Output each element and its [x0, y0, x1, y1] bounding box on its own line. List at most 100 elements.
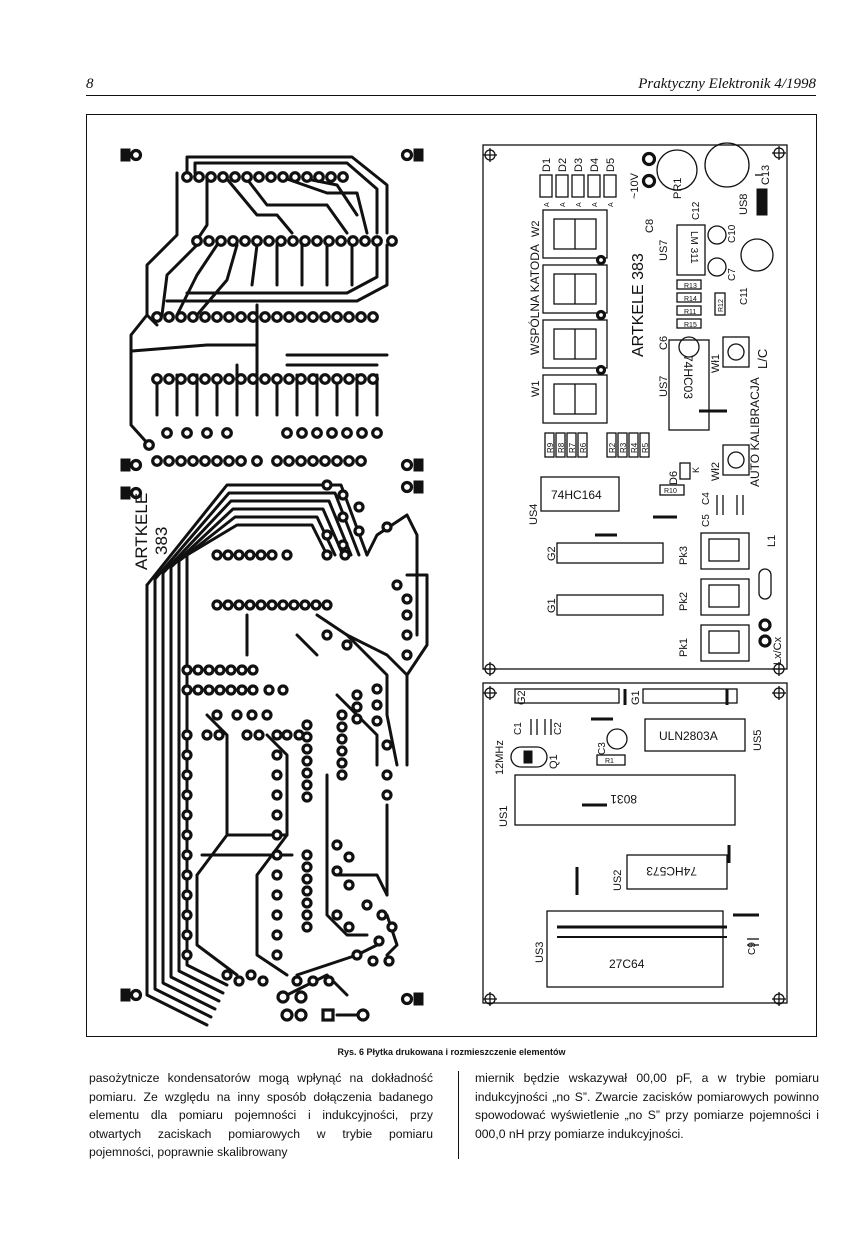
svg-text:R5: R5 — [641, 442, 650, 453]
svg-text:R4: R4 — [630, 442, 639, 453]
led-diodes: D1 D2 D3 D4 D5 A A A A A — [539, 158, 617, 207]
c12-label: C12 — [691, 201, 702, 220]
svg-text:Pk3: Pk3 — [678, 546, 690, 565]
small-resistor-column: R13 R14 R11 R15 R12 — [676, 279, 726, 329]
svg-text:C1: C1 — [513, 722, 524, 735]
lower-traces — [145, 483, 429, 1027]
alignment-mark — [120, 148, 143, 162]
pad-column — [321, 529, 413, 801]
mount-hole-marks — [483, 146, 786, 676]
svg-text:R2: R2 — [608, 442, 617, 453]
pad-row — [191, 235, 398, 247]
capacitor-blocks: G2 G1 — [546, 533, 664, 616]
w2-label: W2 — [530, 221, 542, 238]
pcb-figure: ARTKELE 383 D1 D2 D3 D4 D5 A A A A A — [86, 114, 817, 1037]
svg-text:R10: R10 — [664, 488, 677, 495]
upper-traces — [129, 155, 389, 447]
crystal-area: 12MHz Q1 C1 C2 C3 R1 — [494, 717, 628, 775]
pad-row — [211, 479, 393, 561]
svg-text:LM 311: LM 311 — [688, 231, 699, 264]
pcb-label: ARTKELE 383 — [132, 493, 171, 570]
svg-text:R8: R8 — [557, 442, 566, 453]
us7-label: US7 — [658, 240, 670, 261]
ic-27c64: 27C64 US3 C9 — [534, 910, 759, 988]
svg-text:8031: 8031 — [610, 792, 637, 806]
us4-label: US4 — [528, 504, 540, 525]
pcb-copper-layout: ARTKELE 383 — [120, 148, 429, 1027]
measurement-terminal-label: Lx/Cx — [772, 636, 784, 665]
board-brand: ARTKELE 383 — [630, 253, 647, 357]
anode-mark: A — [592, 202, 599, 207]
header-rule — [86, 95, 816, 96]
auto-calibration-label: AUTO KALIBRACJA — [748, 377, 762, 487]
svg-text:R13: R13 — [684, 283, 697, 290]
pcb-label-line-2: 383 — [152, 527, 171, 555]
supply-label: ~10V — [629, 172, 641, 199]
svg-text:R11: R11 — [684, 309, 696, 316]
pad-row — [181, 664, 289, 696]
svg-text:74HC03: 74HC03 — [681, 355, 695, 399]
svg-text:US3: US3 — [534, 942, 546, 963]
svg-text:D6: D6 — [668, 471, 680, 485]
relays: Pk3 Pk2 Pk1 L1 Lx/Cx — [678, 532, 784, 665]
svg-text:US1: US1 — [498, 806, 510, 827]
alignment-mark — [120, 486, 143, 500]
svg-text:12MHz: 12MHz — [494, 740, 506, 775]
anode-mark: A — [544, 202, 551, 207]
pad-row — [151, 455, 367, 467]
c8-label: C8 — [644, 219, 656, 233]
ic-uln2803a: ULN2803A US5 — [644, 718, 764, 752]
switch-wl1: Wł1 L/C — [710, 336, 770, 373]
pad-row — [201, 729, 305, 741]
c10-label: C10 — [727, 224, 738, 243]
pad-row — [181, 171, 349, 183]
svg-text:G1: G1 — [630, 690, 642, 705]
svg-text:C5: C5 — [701, 514, 712, 527]
pad-column — [181, 729, 193, 961]
pad-row — [143, 427, 383, 451]
pad-row — [211, 599, 333, 611]
diode-label: D4 — [589, 158, 601, 172]
c7-label: C7 — [727, 268, 738, 281]
bottom-component-board: G2 G1 12MHz Q1 C1 C2 C3 R1 ULN2803A US5 — [482, 682, 788, 1006]
svg-text:C4: C4 — [701, 492, 712, 505]
pcb-label-line-1: ARTKELE — [132, 493, 151, 570]
top-component-board: D1 D2 D3 D4 D5 A A A A A ~10V PR1 US8 C1… — [482, 142, 788, 676]
w1-label: W1 — [530, 381, 542, 398]
diode-label: D5 — [605, 158, 617, 172]
c11-label: C11 — [739, 287, 750, 305]
mount-hole-marks — [483, 686, 786, 1006]
alignment-mark — [400, 148, 424, 162]
ic-74hc573: 74HC573 US2 — [575, 845, 731, 895]
svg-text:US5: US5 — [752, 730, 764, 751]
ic-74hc03: 74HC03 US7 C6 — [658, 336, 710, 431]
pad-row — [211, 709, 273, 721]
seven-segment-displays: W2 W1 WSPÓLNA KATODA — [527, 209, 608, 424]
c13-label: C13 — [760, 165, 772, 185]
ic-74hc164: 74HC164 US4 — [528, 476, 620, 525]
ic-lm311: LM 311 US7 C8 C12 C10 C7 C11 — [644, 201, 774, 305]
svg-text:27C64: 27C64 — [609, 957, 645, 971]
alignment-mark — [400, 458, 424, 472]
alignment-mark — [400, 992, 424, 1006]
svg-text:C3: C3 — [597, 742, 608, 755]
alignment-mark — [400, 480, 424, 494]
svg-text:R6: R6 — [579, 442, 588, 453]
ic-8031: 8031 US1 — [498, 774, 736, 827]
resistor-array-b: R2 R3 R4 R5 — [606, 432, 650, 458]
switch-wl2: Wł2 AUTO KALIBRACJA — [710, 377, 762, 487]
diode-label: D1 — [541, 158, 553, 172]
diode-label: D2 — [557, 158, 569, 172]
diode-d6-area: D6 K R10 C5 C4 — [653, 462, 744, 527]
pad-column — [301, 719, 313, 933]
journal-title: Praktyczny Elektronik 4/1998 — [638, 76, 816, 92]
svg-text:US2: US2 — [612, 870, 624, 891]
svg-text:ULN2803A: ULN2803A — [659, 729, 718, 743]
svg-text:K: K — [691, 467, 701, 473]
alignment-mark — [120, 458, 143, 472]
svg-text:G2: G2 — [546, 546, 558, 561]
page-number: 8 — [86, 76, 94, 92]
svg-text:74HC573: 74HC573 — [646, 864, 697, 878]
svg-text:G1: G1 — [546, 598, 558, 613]
svg-text:R3: R3 — [619, 442, 628, 453]
